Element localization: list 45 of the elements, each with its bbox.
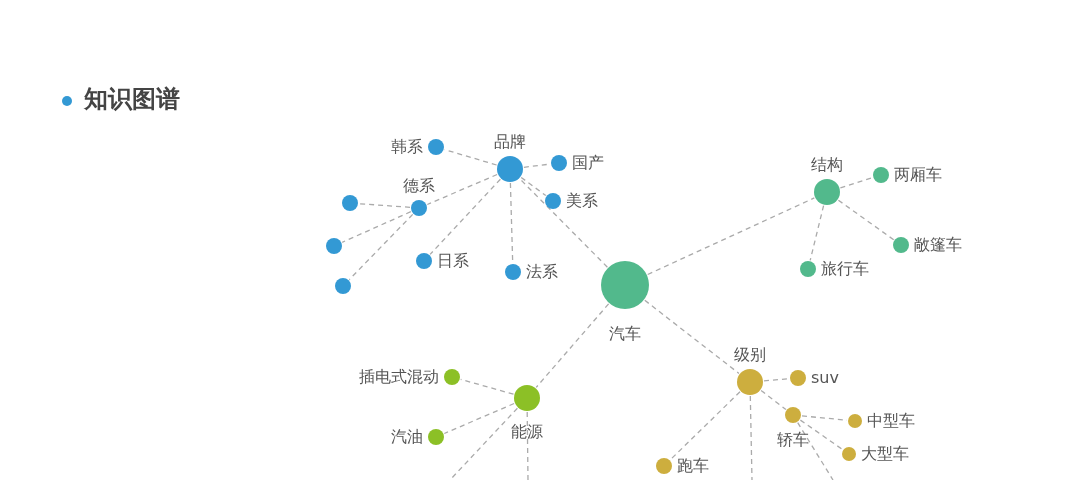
connector-line: [449, 407, 519, 480]
node-label: 级别: [734, 345, 766, 364]
node-label: 结构: [811, 155, 843, 174]
connector-line: [348, 213, 414, 281]
node-label: 汽车: [609, 325, 641, 344]
node-label: 汽油: [391, 427, 423, 447]
node-label: 轿车: [777, 431, 809, 450]
connector-line: [837, 199, 895, 241]
connector-line: [535, 303, 610, 389]
connector-line: [839, 177, 874, 189]
node-label: 日系: [437, 251, 469, 271]
connector-line: [669, 391, 741, 461]
node-label: 大型车: [861, 444, 909, 464]
connector-line: [760, 389, 787, 411]
connector-line: [341, 211, 412, 243]
connector-line: [443, 402, 515, 435]
node-label: 品牌: [494, 132, 526, 151]
node-label: 跑车: [677, 456, 709, 476]
node-label: 能源: [511, 423, 543, 442]
node-label: 两厢车: [894, 165, 942, 185]
node-label: suv: [811, 368, 839, 388]
connector-line: [647, 197, 815, 276]
node-label: 美系: [566, 191, 598, 211]
connector-line: [763, 378, 790, 382]
connector-line: [644, 299, 740, 375]
connector-line: [519, 178, 609, 268]
title: 知识图谱: [84, 86, 180, 114]
node-label: 敞篷车: [914, 235, 962, 255]
node-label: 韩系: [391, 137, 423, 157]
node-label: 旅行车: [821, 259, 869, 279]
node-label: 插电式混动: [359, 367, 439, 387]
connector-line: [520, 176, 547, 197]
connector-line: [799, 419, 844, 451]
connector-line: [460, 378, 515, 395]
node-label: 法系: [526, 262, 558, 282]
node-label: 国产: [572, 153, 604, 173]
node-label: 德系: [403, 176, 435, 195]
connector-line: [358, 203, 411, 208]
connector-line: [749, 395, 753, 480]
connector-line: [797, 422, 834, 480]
connector-line: [809, 204, 825, 261]
connector-line: [429, 178, 502, 256]
connector-line: [426, 173, 498, 206]
node-label: 中型车: [867, 411, 915, 431]
connector-line: [526, 411, 529, 480]
